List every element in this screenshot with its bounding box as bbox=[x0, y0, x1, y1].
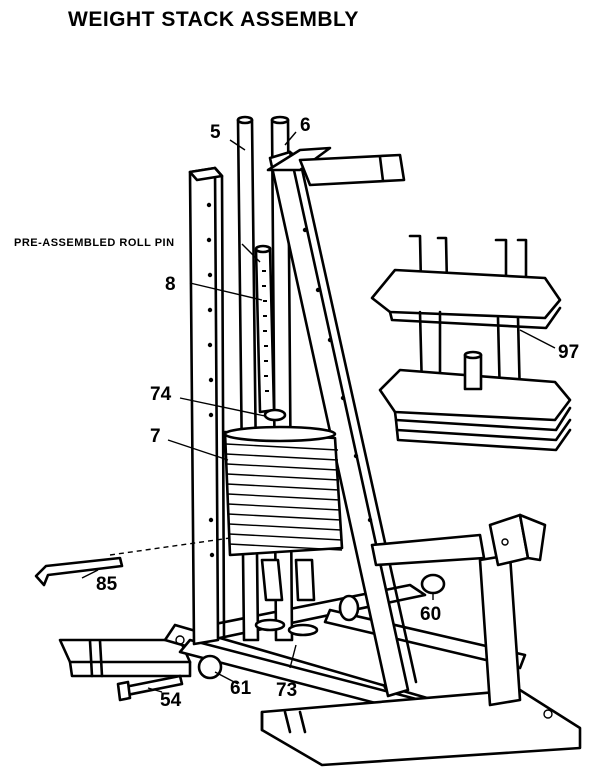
callout-85: 85 bbox=[96, 574, 118, 595]
leader-lines bbox=[81, 131, 556, 693]
callout-7: 7 bbox=[150, 426, 161, 447]
diagram-title: WEIGHT STACK ASSEMBLY bbox=[68, 8, 359, 31]
callout-5: 5 bbox=[210, 122, 221, 143]
left-upright bbox=[188, 166, 226, 646]
weight-stack bbox=[223, 425, 344, 602]
callout-labels: PRE-ASSEMBLED ROLL PIN 5 6 8 74 7 97 85 … bbox=[14, 115, 579, 711]
callout-60: 60 bbox=[420, 604, 441, 625]
washer-61-shape bbox=[197, 654, 223, 680]
seat-support bbox=[370, 513, 547, 707]
nut-60-shape bbox=[420, 573, 446, 595]
callout-97: 97 bbox=[558, 342, 579, 363]
callout-73: 73 bbox=[276, 680, 297, 701]
callout-74: 74 bbox=[150, 384, 172, 405]
callout-roll-pin: PRE-ASSEMBLED ROLL PIN bbox=[14, 237, 175, 249]
diagonal-beam bbox=[266, 146, 418, 698]
pin-85-shape bbox=[34, 556, 124, 587]
callout-54: 54 bbox=[160, 690, 182, 711]
selector-rod bbox=[254, 244, 287, 422]
callout-6: 6 bbox=[300, 115, 311, 136]
callout-61: 61 bbox=[230, 678, 252, 699]
weight-plate-detail bbox=[370, 234, 572, 452]
callout-8: 8 bbox=[165, 274, 176, 295]
